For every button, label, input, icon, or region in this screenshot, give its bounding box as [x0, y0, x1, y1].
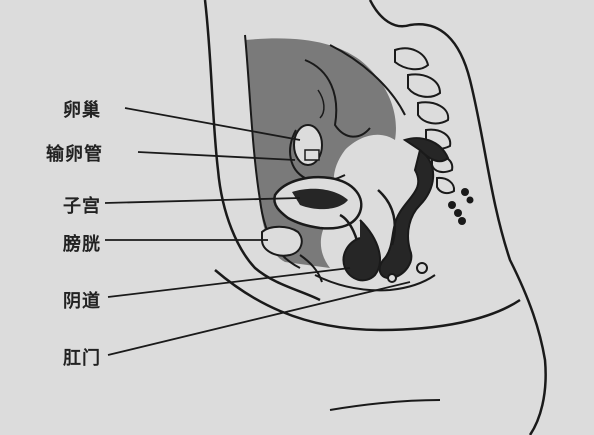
- label-bladder: 膀胱: [63, 230, 101, 256]
- vaginal-opening: [388, 274, 396, 282]
- rectum: [380, 150, 434, 278]
- label-uterus: 子宫: [63, 192, 101, 218]
- leader-vagina: [108, 268, 350, 297]
- bladder-shape: [262, 227, 302, 256]
- vaginal-canal: [343, 220, 380, 280]
- tube-detail: [305, 150, 319, 160]
- leader-anus: [108, 282, 410, 355]
- label-fallopian-tube: 输卵管: [46, 140, 103, 166]
- coccyx: [448, 188, 474, 225]
- label-ovary: 卵巢: [63, 96, 101, 122]
- anus-opening: [417, 263, 427, 273]
- thigh-lower-line: [330, 400, 440, 410]
- label-vagina: 阴道: [63, 287, 101, 313]
- perineum-line: [315, 275, 435, 290]
- label-anus: 肛门: [63, 344, 101, 370]
